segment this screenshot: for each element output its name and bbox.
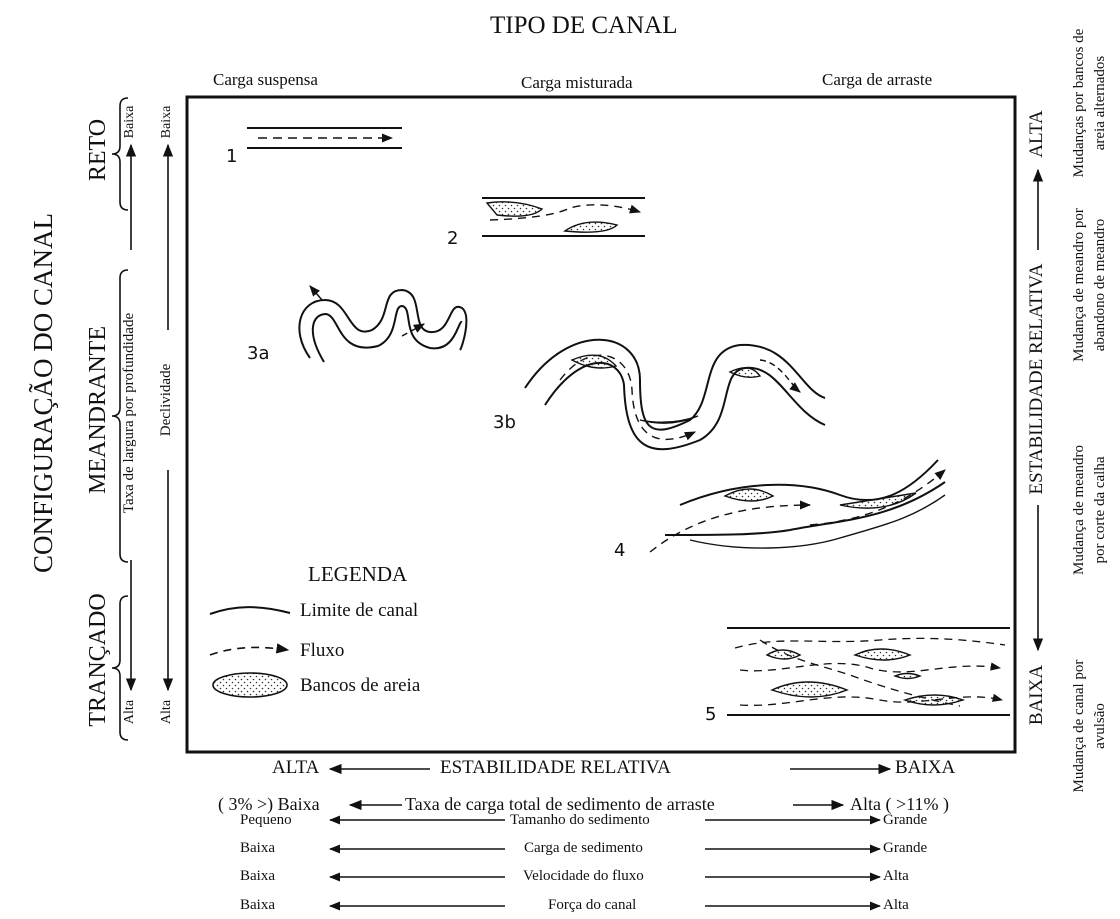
right-stability-label: ESTABILIDADE RELATIVA (1026, 254, 1050, 504)
channel-3b-meander (525, 340, 825, 449)
right-stability-bottom: BAIXA (1026, 655, 1050, 735)
legend-item-flow: Fluxo (300, 640, 344, 662)
bottom-stability-right: BAIXA (895, 757, 955, 779)
config-trancado: TRANÇADO (85, 590, 115, 730)
legend-sandbar-symbol (213, 673, 287, 697)
config-meandrante: MEANDRANTE (85, 310, 115, 510)
channel-4-wandering (650, 460, 945, 552)
legend-title: LEGENDA (308, 562, 407, 587)
width-depth-top-label: Baixa (122, 102, 140, 142)
config-reto: RETO (85, 100, 115, 200)
channel-number-1: 1 (226, 146, 237, 167)
bottom-stability-label: ESTABILIDADE RELATIVA (440, 757, 671, 779)
right-stability-top: ALTA (1026, 104, 1050, 164)
slope-axis-label: Declividade (158, 350, 178, 450)
width-depth-bottom-label: Alta (122, 692, 140, 732)
channel-3a-meander (299, 286, 466, 362)
channel-2-straight-bars (482, 198, 645, 236)
sediment-load-left: Baixa (240, 840, 275, 857)
sediment-size-left: Pequeno (240, 812, 292, 829)
channel-power-left: Baixa (240, 897, 275, 914)
legend-item-sandbar: Bancos de areia (300, 675, 420, 697)
channel-5-braided (727, 628, 1010, 715)
channel-number-3a: 3a (247, 343, 269, 364)
sediment-size-label: Tamanho do sedimento (510, 812, 650, 829)
channel-number-2: 2 (447, 228, 458, 249)
load-type-mixed: Carga misturada (521, 73, 633, 93)
channel-number-3b: 3b (493, 412, 516, 433)
legend-item-channel-limit: Limite de canal (300, 600, 418, 622)
change-note-meander-abandon: Mudança de meandro por abandono de meand… (1069, 200, 1115, 370)
bottom-stability-left: ALTA (272, 757, 319, 779)
change-note-meander-cutoff: Mudança de meandro por corte da calha (1069, 435, 1115, 585)
slope-bottom-label: Alta (159, 692, 177, 732)
load-type-suspended: Carga suspensa (213, 70, 318, 90)
diagram-title-left: CONFIGURAÇÃO DO CANAL (28, 193, 62, 593)
sediment-load-right: Grande (883, 840, 927, 857)
sediment-size-right: Grande (883, 812, 927, 829)
sediment-load-label: Carga de sedimento (524, 840, 643, 857)
channel-1-straight (247, 128, 402, 148)
channel-power-right: Alta (883, 897, 909, 914)
channel-power-label: Força do canal (548, 897, 636, 914)
flow-velocity-label: Velocidade do fluxo (523, 868, 644, 885)
legend-symbols (210, 607, 290, 697)
flow-velocity-left: Baixa (240, 868, 275, 885)
change-note-alternate-bars: Mudanças por bancos de areia alternados (1069, 23, 1115, 183)
channel-number-5: 5 (705, 704, 716, 725)
channel-number-4: 4 (614, 540, 625, 561)
flow-velocity-right: Alta (883, 868, 909, 885)
diagram-title-top: TIPO DE CANAL (490, 12, 678, 40)
legend-flow-symbol (210, 647, 288, 655)
slope-top-label: Baixa (159, 102, 177, 142)
change-note-avulsion: Mudança de canal por avulsão (1069, 656, 1115, 796)
legend-channel-limit-symbol (210, 607, 290, 614)
load-type-bedload: Carga de arraste (822, 70, 932, 90)
width-depth-axis-label: Taxa de largura por profundidade (121, 282, 141, 544)
